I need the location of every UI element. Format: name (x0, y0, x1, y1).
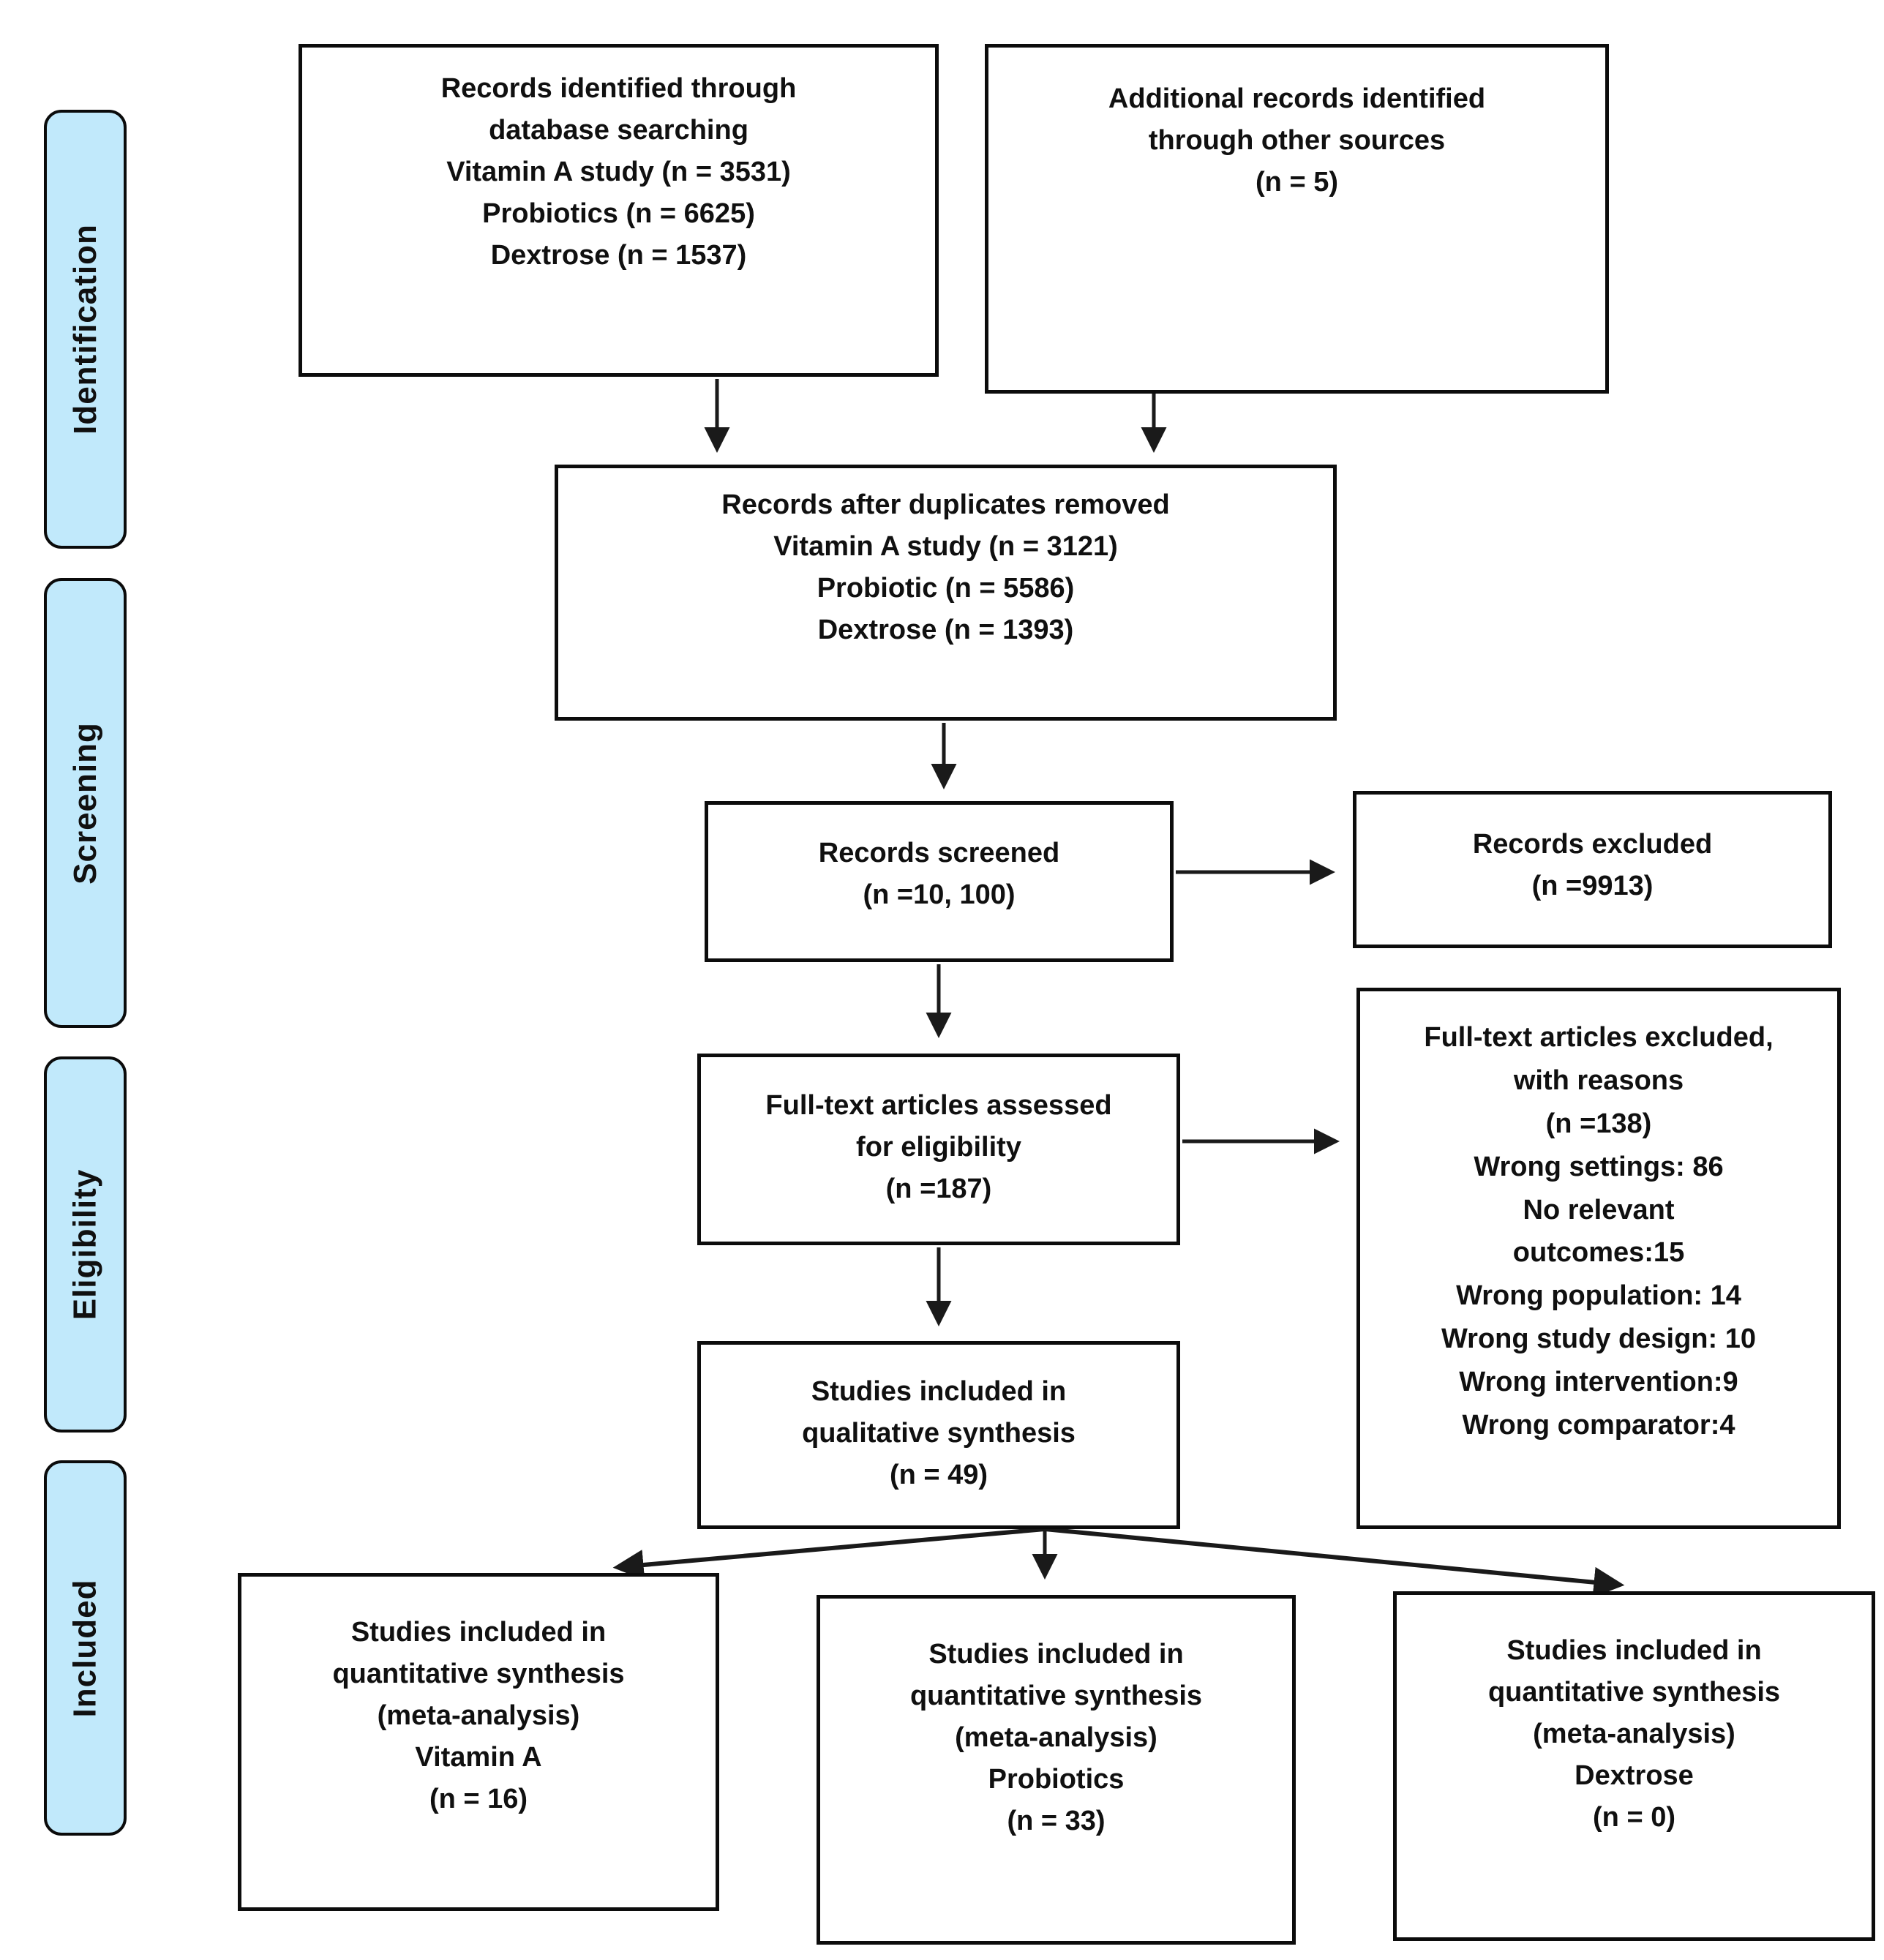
flow-box-records-screened: Records screened (n =10, 100) (705, 801, 1174, 962)
text-line: Probiotics (n = 6625) (482, 198, 755, 229)
text-line: database searching (489, 115, 748, 146)
text-line: Probiotic (n = 5586) (817, 573, 1075, 604)
text-line: Records screened (818, 838, 1060, 868)
text-line: Dextrose (1575, 1760, 1694, 1791)
text-line: quantitative synthesis (909, 1681, 1203, 1711)
text-line: Wrong intervention:9 (1459, 1367, 1738, 1398)
text-line: (n =10, 100) (863, 879, 1016, 910)
stage-label-text: Identification (67, 224, 103, 435)
stage-label-text: Eligibility (67, 1168, 103, 1321)
text-line: (n = 5) (1256, 167, 1338, 198)
text-line: (n = 0) (1593, 1802, 1675, 1833)
text-line: (n = 16) (429, 1784, 528, 1814)
flow-box-qualitative-synthesis: Studies included in qualitative synthesis… (697, 1341, 1180, 1529)
text-line: Wrong comparator:4 (1462, 1410, 1735, 1441)
text-line: Wrong population: 14 (1456, 1280, 1741, 1312)
flow-box-quantitative-probiotics: Studies included in quantitative synthesi… (817, 1595, 1296, 1945)
text-line: Vitamin A study (n = 3531) (446, 157, 791, 187)
text-line: Dextrose (n = 1537) (490, 240, 747, 271)
text-line: Records after duplicates removed (721, 489, 1170, 520)
text-line: Full-text articles assessed (765, 1090, 1112, 1121)
flow-box-fulltext-excluded: Full-text articles excluded, with reasons… (1356, 988, 1841, 1529)
text-line: Records excluded (1472, 829, 1713, 860)
text-line: Full-text articles excluded, (1424, 1022, 1774, 1053)
text-line: Additional records identified (1108, 83, 1486, 114)
flow-box-additional-records: Additional records identified through oth… (985, 44, 1609, 394)
flow-box-fulltext-assessed: Full-text articles assessed for eligibili… (697, 1054, 1180, 1245)
text-line: Vitamin A (415, 1742, 542, 1773)
text-line: outcomes:15 (1512, 1237, 1685, 1269)
text-line: Studies included in (811, 1376, 1067, 1407)
text-line: Studies included in (928, 1639, 1184, 1670)
stage-label-text: Screening (67, 721, 103, 885)
stage-label-screening: Screening (44, 578, 127, 1028)
flow-box-records-identified: Records identified through database searc… (299, 44, 939, 377)
text-line: (n = 33) (1007, 1806, 1106, 1836)
flow-box-quantitative-vitamin-a: Studies included in quantitative synthesi… (238, 1573, 719, 1911)
stage-label-included: Included (44, 1460, 127, 1836)
flow-box-quantitative-dextrose: Studies included in quantitative synthesi… (1393, 1591, 1875, 1941)
text-line: for eligibility (856, 1132, 1021, 1163)
text-line: Dextrose (n = 1393) (817, 615, 1074, 645)
text-line: (meta-analysis) (1533, 1719, 1735, 1749)
text-line: (n =187) (885, 1174, 992, 1204)
text-line: (n =138) (1545, 1108, 1652, 1139)
stage-label-eligibility: Eligibility (44, 1056, 127, 1433)
stage-label-identification: Identification (44, 110, 127, 549)
text-line: Vitamin A study (n = 3121) (773, 531, 1118, 562)
text-line: No relevant (1523, 1194, 1675, 1225)
flow-box-records-excluded: Records excluded (n =9913) (1353, 791, 1832, 948)
stage-label-text: Included (67, 1579, 103, 1717)
arrow-qualitative-to-dextrose (1044, 1527, 1625, 1598)
text-line: Wrong study design: 10 (1441, 1323, 1756, 1355)
text-line: (meta-analysis) (377, 1700, 580, 1731)
text-line: Probiotics (988, 1764, 1125, 1795)
text-line: Studies included in (350, 1617, 607, 1648)
text-line: (n =9913) (1531, 871, 1654, 901)
text-line: qualitative synthesis (802, 1418, 1076, 1449)
text-line: Wrong settings: 86 (1474, 1151, 1724, 1182)
arrow-qualitative-to-vitamin-a (612, 1527, 1046, 1580)
text-line: Records identified through (440, 73, 797, 104)
text-line: (meta-analysis) (955, 1722, 1157, 1753)
text-line: Studies included in (1506, 1635, 1762, 1666)
text-line: quantitative synthesis (332, 1659, 625, 1689)
text-line: through other sources (1148, 125, 1446, 156)
text-line: with reasons (1513, 1065, 1684, 1096)
text-line: (n = 49) (889, 1460, 988, 1490)
text-line: quantitative synthesis (1487, 1677, 1781, 1708)
